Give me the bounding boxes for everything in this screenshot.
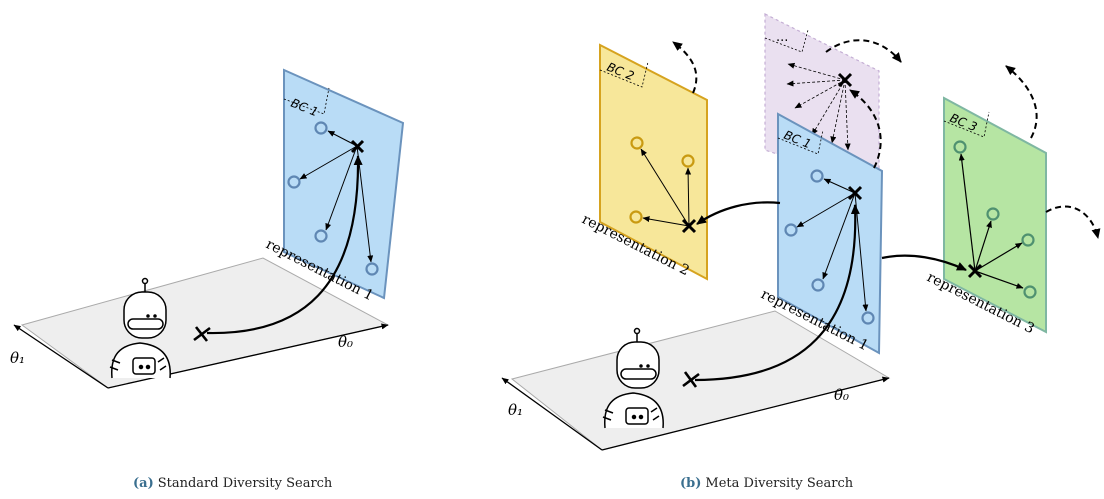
representation-plane-1 <box>777 112 884 355</box>
transfer-arrow-to-rep3 <box>881 254 967 271</box>
behavior-point <box>1023 285 1037 299</box>
behavior-point <box>681 154 695 168</box>
theta0-axis <box>601 376 890 451</box>
behavior-point <box>314 229 328 243</box>
panel-a: θ₀ θ₁ BC 1 representation <box>10 68 405 389</box>
theta0-label: θ₀ <box>338 333 353 351</box>
behavior-point <box>784 223 798 237</box>
theta1-axis <box>13 324 109 389</box>
embedding-cross-mark-2 <box>681 218 697 234</box>
behavior-point <box>629 210 643 224</box>
bc2-dashed-box <box>599 61 649 88</box>
embedding-cross-mark-3 <box>967 263 983 279</box>
embedding-cross-mark-1 <box>847 185 863 201</box>
behavior-point <box>287 175 301 189</box>
caption-b-tag: (b) <box>680 476 702 491</box>
behavior-point <box>810 169 824 183</box>
robot-icon <box>602 327 664 429</box>
behavior-point <box>365 262 379 276</box>
behavior-point <box>986 207 1000 221</box>
embedding-cross-mark <box>350 139 365 154</box>
bc-dashed-box <box>283 87 330 115</box>
caption-a: (a)Standard Diversity Search <box>133 476 332 491</box>
panel-b: ... θ₀ θ₁ BC 2 <box>501 13 1101 451</box>
mapping-curve-arrow <box>694 204 860 382</box>
policy-cross-mark <box>193 326 211 342</box>
theta1-axis <box>501 377 603 451</box>
behavior-point <box>314 121 328 135</box>
transfer-arrow-to-rep2 <box>696 201 781 225</box>
dashed-evolution-arrows <box>672 39 1101 239</box>
behavior-point <box>630 136 644 150</box>
projection-arrows-2 <box>640 148 692 227</box>
policy-cross-mark <box>682 371 700 388</box>
caption-b-text: Meta Diversity Search <box>705 476 854 491</box>
theta1-label: θ₁ <box>10 349 25 367</box>
robot-icon <box>109 277 171 379</box>
theta0-label: θ₀ <box>834 386 849 404</box>
caption-a-text: Standard Diversity Search <box>157 476 333 491</box>
representation-plane-2 <box>599 43 708 281</box>
behavior-point <box>953 140 967 154</box>
faded-projection-arrows <box>786 62 851 151</box>
caption-b: (b)Meta Diversity Search <box>680 476 853 491</box>
behavior-point <box>1021 233 1035 247</box>
projection-arrows <box>299 130 374 263</box>
mapping-curve-arrow <box>206 155 363 335</box>
ellipsis-label: ... <box>776 30 788 45</box>
behavior-point <box>861 311 875 325</box>
faded-cross-mark <box>837 72 853 88</box>
representation-plane-3 <box>943 96 1047 334</box>
bc3-dashed-box <box>943 111 990 138</box>
projection-arrows-3 <box>958 153 1024 289</box>
caption-a-tag: (a) <box>133 476 154 491</box>
theta1-label: θ₁ <box>508 401 523 419</box>
behavior-point <box>811 278 825 292</box>
ellipsis-dashed-box <box>764 29 809 53</box>
